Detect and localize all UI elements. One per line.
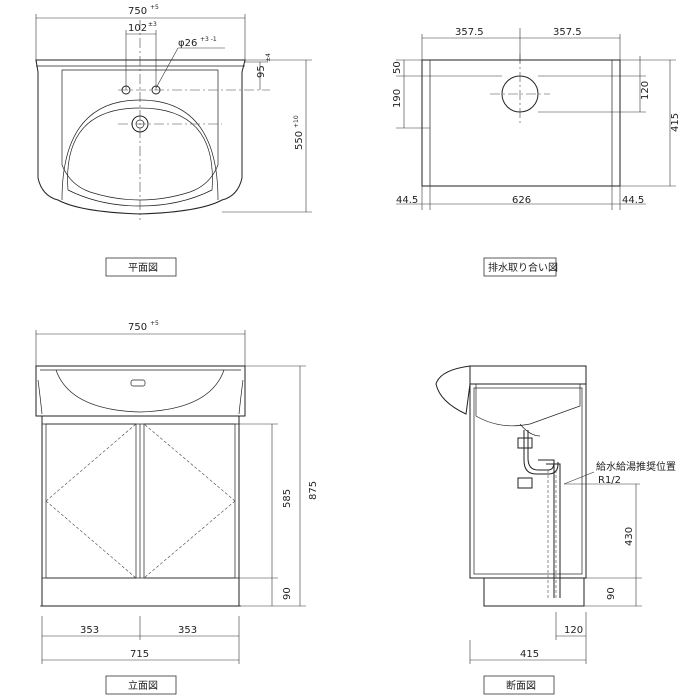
section-view: 給水給湯推奨位置 R1/2 430 90 120 415 断面図	[435, 365, 676, 695]
section-supply-size-label: R1/2	[598, 475, 621, 486]
drain-right-margin-label: 44.5	[622, 195, 644, 206]
plan-faucet-spacing-tolerance: ±3	[148, 21, 157, 28]
front-base-height-label: 90	[282, 587, 293, 600]
plan-caption: 平面図	[128, 262, 158, 274]
drain-half-right-label: 357.5	[553, 27, 582, 38]
drain-front-to-hole-label: 190	[392, 89, 403, 108]
section-caption: 断面図	[506, 679, 536, 692]
drain-half-left-label: 357.5	[455, 27, 484, 38]
plan-depth-tolerance: +10	[293, 115, 300, 128]
front-cabinet-width-label: 715	[130, 649, 149, 660]
drain-top-to-hole-label: 50	[392, 61, 403, 74]
front-caption: 立面図	[128, 679, 158, 692]
plan-hole-offset-label: 95	[256, 65, 267, 78]
front-width-tolerance: +5	[150, 320, 159, 327]
front-body-height-label: 585	[282, 489, 293, 508]
section-supply-offset-label: 120	[564, 625, 583, 636]
section-supply-height-label: 430	[624, 527, 635, 546]
section-supply-label: 給水給湯推奨位置	[596, 460, 676, 473]
plan-view: 750 +5 102 ±3 φ26 +3 -1 95 ±4	[35, 4, 312, 277]
drain-total-depth-label: 415	[670, 113, 681, 132]
plan-width-tolerance: +5	[150, 4, 159, 11]
drain-connection-view: 357.5 357.5 50 190 120 415 44.5 626 44	[392, 27, 681, 277]
section-depth-label: 415	[520, 649, 539, 660]
front-width-label: 750	[128, 322, 147, 333]
drain-inner-width-label: 626	[512, 195, 531, 206]
section-base-height-label: 90	[606, 587, 617, 600]
plan-faucet-spacing-label: 102	[128, 23, 147, 34]
plan-width-label: 750	[128, 6, 147, 17]
drain-caption: 排水取り合い図	[488, 261, 558, 274]
plan-hole-dia-tolerance: +3 -1	[200, 36, 217, 43]
front-elevation-view: 750 +5 875 585 90 353	[35, 320, 319, 695]
front-door-right-label: 353	[178, 625, 197, 636]
drain-left-margin-label: 44.5	[396, 195, 418, 206]
drain-hole-dia-label: 120	[640, 81, 651, 100]
plan-hole-dia-label: φ26	[178, 38, 197, 49]
plan-depth-label: 550	[294, 131, 305, 150]
front-height-label: 875	[308, 481, 319, 500]
plan-hole-offset-tolerance: ±4	[265, 53, 272, 62]
front-door-left-label: 353	[80, 625, 99, 636]
